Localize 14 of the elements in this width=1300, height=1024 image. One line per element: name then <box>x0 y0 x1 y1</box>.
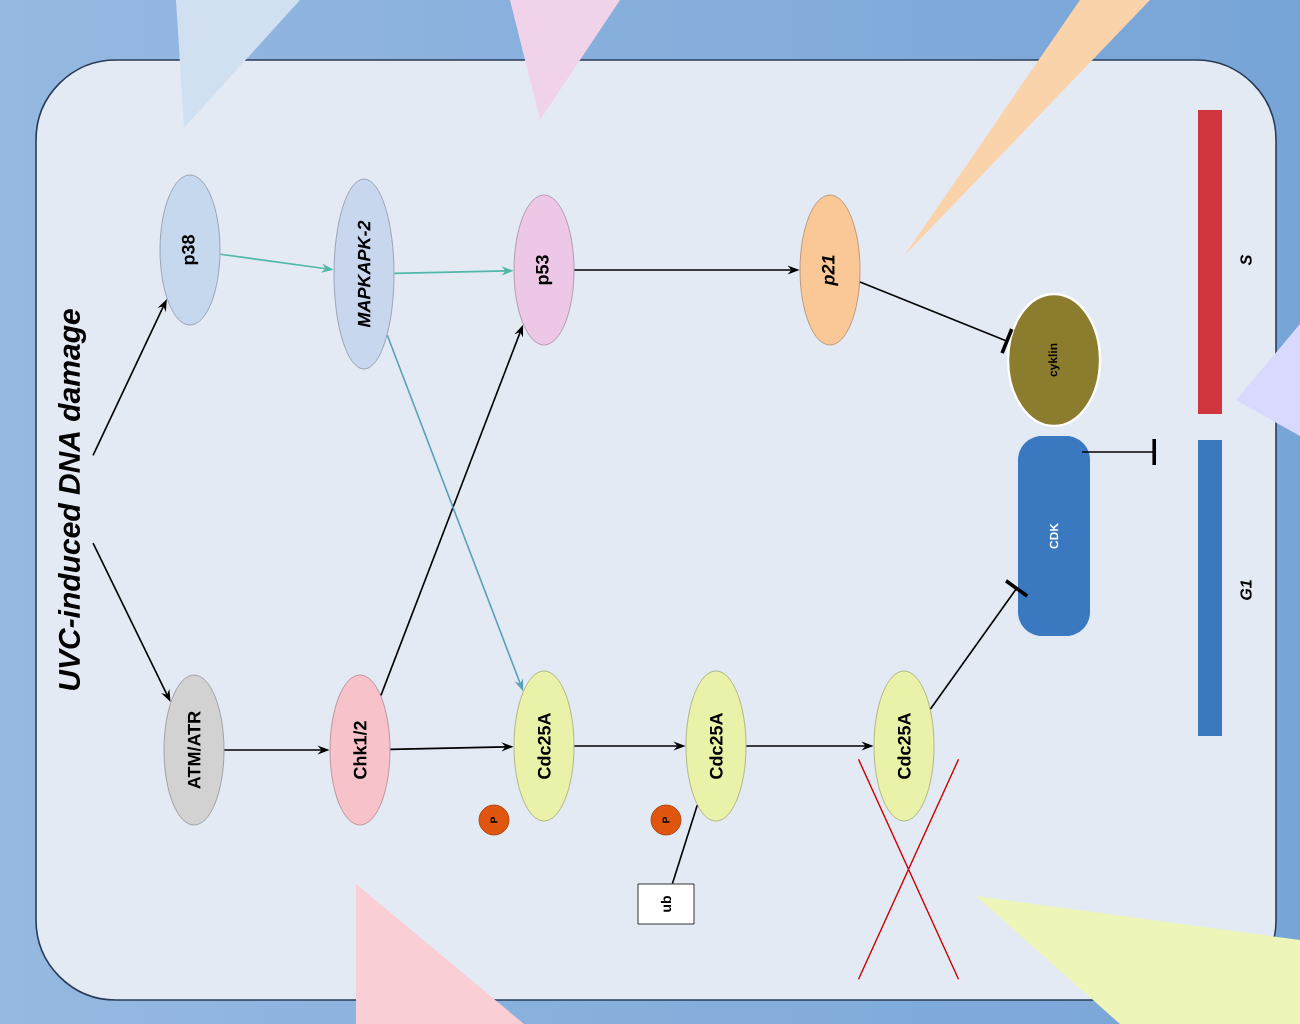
callout-wedge <box>976 896 1300 1024</box>
title: UVC-induced DNA damage <box>58 309 86 690</box>
connector-line <box>671 804 699 885</box>
cell-cycle-bar: G1 <box>1198 440 1252 736</box>
callout-wedge <box>510 0 620 120</box>
node-label: G1 <box>1240 580 1252 600</box>
callout-wedge <box>904 0 1150 256</box>
inhibition-line <box>859 281 1014 354</box>
callout-wedge <box>1236 324 1300 436</box>
node-label: S <box>1240 254 1252 266</box>
callout-wedge <box>356 884 524 1024</box>
callout-wedge <box>176 0 300 128</box>
cell-cycle-bar: S <box>1198 110 1252 414</box>
inhibition-line <box>1081 439 1156 465</box>
